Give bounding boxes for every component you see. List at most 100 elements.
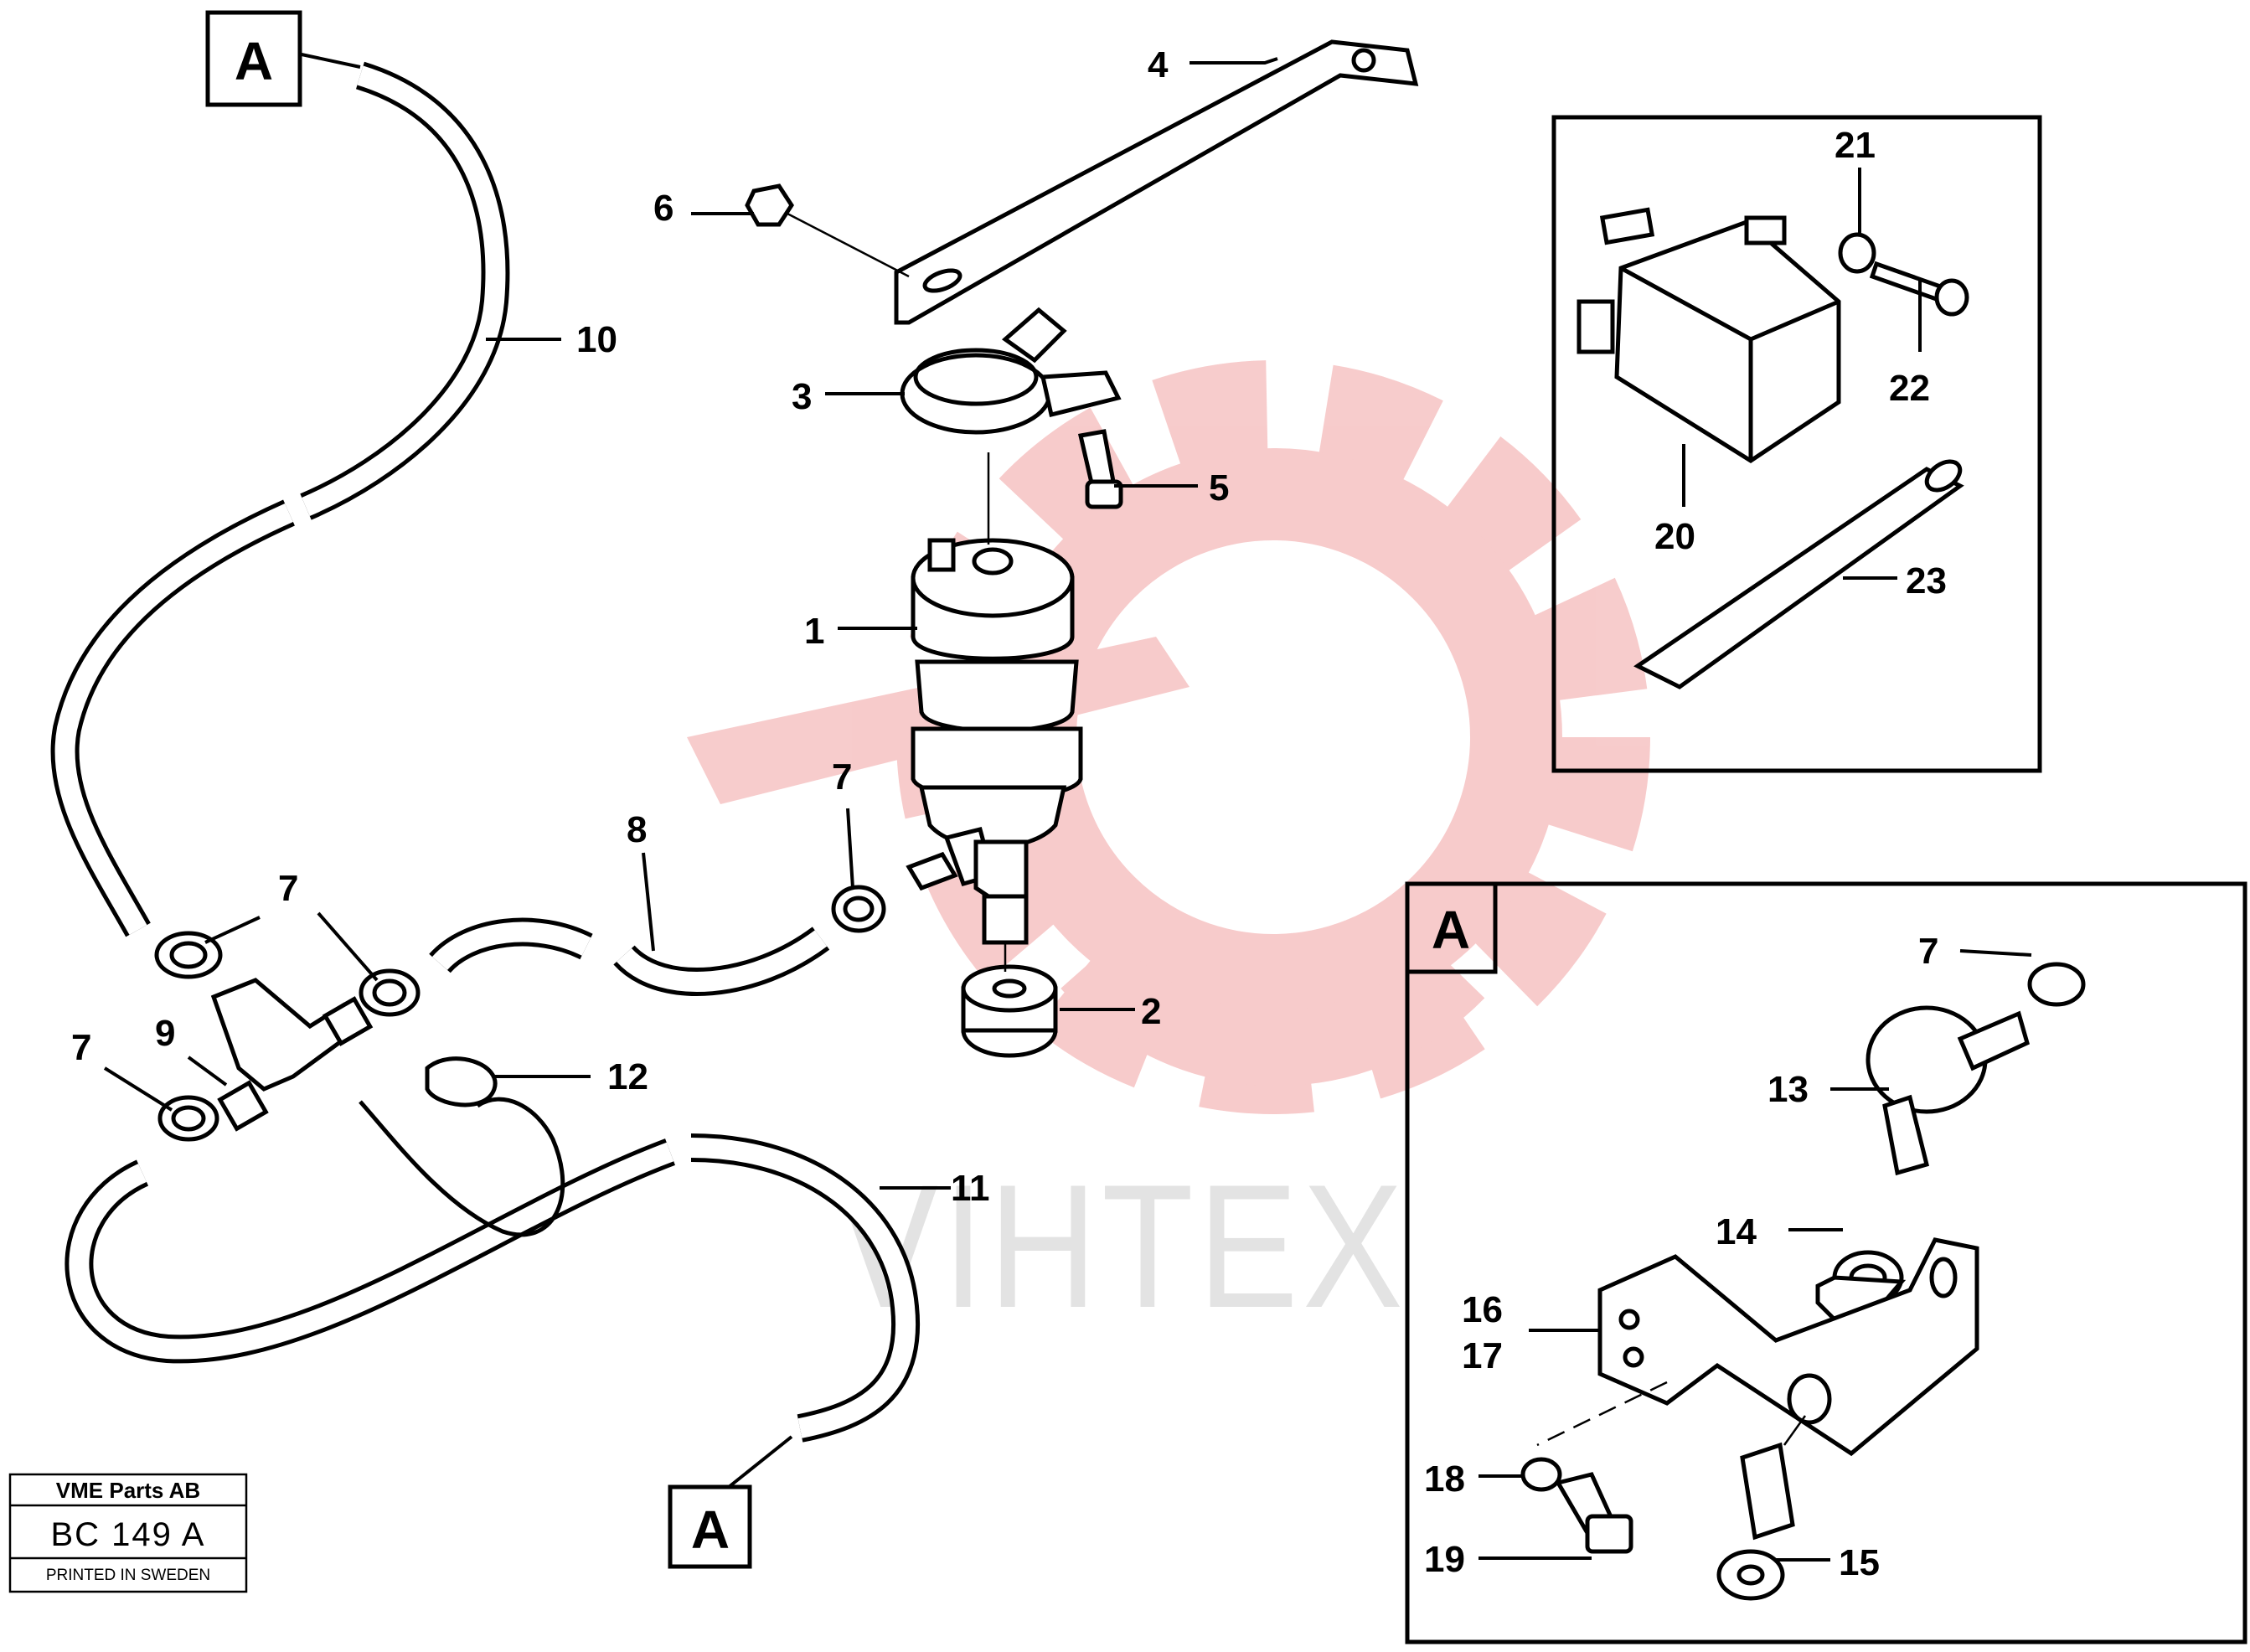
nozzle-15-foot [1716, 1549, 1785, 1601]
hose-10-upper-inner [302, 65, 506, 517]
watermark: VIHTEX [687, 360, 1650, 1345]
clamp-7-a-inner [169, 941, 208, 969]
leader-9 [187, 1056, 228, 1087]
callout-2: 2 [1141, 991, 1161, 1032]
clamp-7-c-inner [171, 1105, 206, 1132]
bracket-4-hole-top [1351, 48, 1376, 73]
hose-8-inner [617, 930, 828, 992]
callout-7-a: 7 [278, 868, 298, 909]
bolt-19-head [1585, 1514, 1633, 1554]
pump-terminal [927, 538, 956, 572]
callout-5: 5 [1209, 467, 1229, 509]
leader-7-c [103, 1066, 173, 1112]
callout-8: 8 [627, 809, 647, 850]
clamp-3-lug [1040, 370, 1122, 418]
clamp-7-detail [2027, 962, 2086, 1007]
bracket-4-slot [922, 268, 962, 293]
callout-20: 20 [1654, 516, 1695, 557]
title-plate-footer: PRINTED IN SWEDEN [46, 1567, 210, 1584]
relay-20-pin-c [1744, 215, 1787, 245]
watermark-arc-shape [1060, 937, 1485, 1087]
title-plate-drawing-number: BC 149 A [50, 1516, 205, 1553]
hoses [50, 61, 921, 1443]
tee-stub-right [322, 996, 374, 1046]
callout-21: 21 [1835, 125, 1876, 166]
reference-letter-top: A [235, 31, 273, 91]
clamp-7-b [359, 968, 421, 1017]
bracket-hole-d [1929, 1257, 1958, 1298]
hose-clamps [154, 885, 886, 1142]
relay-20-pin-a [1599, 207, 1655, 245]
title-plate: VME Parts AB BC 149 A PRINTED IN SWEDEN [8, 1473, 248, 1593]
connector-13-stem [1882, 1094, 1930, 1176]
nozzle-15-hole [1737, 1564, 1765, 1586]
clamp-7-d [831, 885, 886, 933]
leader-7-d [846, 808, 854, 889]
leader-lines [103, 57, 2032, 1562]
nozzle-15 [1740, 1442, 1795, 1541]
pump-inlet-stem [982, 894, 1029, 945]
callout-4: 4 [1148, 44, 1169, 85]
cable-tie-strap [359, 1097, 565, 1237]
leader-8 [642, 852, 655, 952]
cable-tie-12 [359, 1056, 565, 1237]
watermark-text: VIHTEX [838, 1148, 1407, 1345]
grommet-2 [961, 964, 1058, 1013]
bracket-hole-a [1618, 1309, 1640, 1330]
hose-short-middle-inner [431, 922, 591, 971]
relay-inset [1551, 115, 2042, 773]
reference-box-bottom [668, 1484, 752, 1569]
reference-letter-bottom: A [691, 1500, 730, 1560]
bracket-guide-dashed [1536, 1381, 1668, 1447]
cable-tie-head [425, 1056, 498, 1107]
detail-a-frame [1405, 881, 2247, 1644]
reference-mark-a-bottom: A [668, 1435, 793, 1569]
nozzle-15-axis [1783, 1415, 1807, 1446]
callout-23: 23 [1906, 560, 1947, 601]
tee-connector-9 [210, 978, 374, 1132]
clamp-3 [900, 353, 1052, 435]
callout-7-c: 7 [71, 1027, 91, 1068]
callout-14: 14 [1716, 1211, 1757, 1252]
reference-mark-a-detail: A [1405, 881, 1498, 974]
relay-inset-frame [1551, 115, 2042, 773]
callout-19: 19 [1424, 1539, 1465, 1580]
relay-20 [1614, 219, 1841, 463]
callout-7-detail: 7 [1918, 931, 1938, 972]
clamp-7-d-inner [843, 896, 875, 922]
nut-6-guide [787, 212, 910, 278]
bracket-hole-b [1623, 1346, 1644, 1368]
clamp-3-ear [1001, 307, 1067, 364]
reference-box-detail [1405, 881, 1498, 974]
callout-6: 6 [653, 188, 673, 229]
tube-23 [1633, 467, 1964, 689]
leader-7-detail [1959, 949, 2032, 957]
pump-assembly [745, 39, 1419, 1058]
watermark-gear-icon [687, 360, 1650, 1114]
tee-stub-bottom [217, 1080, 269, 1132]
relay-20-edge [1619, 266, 1840, 461]
grommet-2-hole [992, 978, 1027, 999]
callout-7-d: 7 [832, 756, 852, 798]
leader-7-b [317, 911, 379, 982]
leader-4 [1190, 57, 1278, 65]
callout-16: 16 [1462, 1289, 1503, 1330]
bracket-hole-c [1787, 1373, 1832, 1425]
hose-10-lower-inner [54, 503, 293, 935]
relay-20-pin-b [1577, 299, 1615, 354]
nut-6 [745, 183, 794, 227]
reference-mark-a-top: A [205, 10, 361, 107]
callout-12: 12 [607, 1056, 648, 1097]
screw-22-head [1934, 278, 1969, 317]
washer-18 [1520, 1457, 1562, 1492]
reference-leader-top [301, 53, 361, 69]
detail-a-inset [1405, 881, 2247, 1644]
reference-letter-detail: A [1432, 900, 1470, 960]
callout-17: 17 [1462, 1335, 1503, 1376]
clamp-7-c [157, 1095, 219, 1142]
callout-10: 10 [576, 319, 617, 360]
callout-13: 13 [1767, 1069, 1809, 1110]
clamp-7-a [154, 931, 223, 979]
pump-1 [906, 452, 1083, 945]
